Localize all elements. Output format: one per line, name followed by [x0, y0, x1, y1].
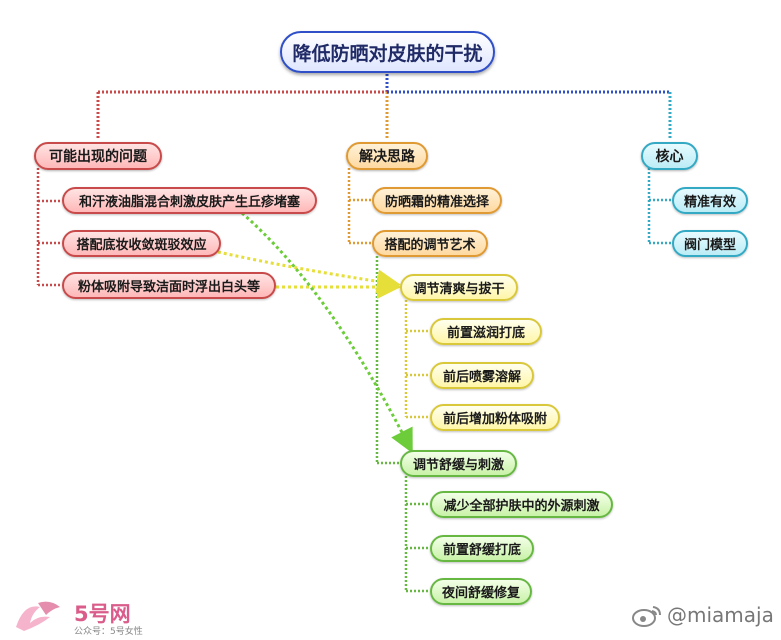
branch-core[interactable]: 核心	[641, 142, 698, 170]
refresh-item-spray[interactable]: 前后喷雾溶解	[430, 362, 534, 389]
soothe-item-base[interactable]: 前置舒缓打底	[430, 535, 534, 562]
root-topic[interactable]: 降低防晒对皮肤的干扰	[280, 31, 495, 73]
weibo-handle: @miamaja	[667, 603, 774, 627]
soothe-node[interactable]: 调节舒缓与刺激	[400, 450, 517, 477]
soothe-item-night[interactable]: 夜间舒缓修复	[430, 578, 532, 605]
core-item-precise[interactable]: 精准有效	[672, 187, 748, 214]
brand-subtitle: 公众号：5号女性	[74, 627, 143, 637]
soothe-item-reduce[interactable]: 减少全部护肤中的外源刺激	[430, 491, 613, 518]
problem-item-powder[interactable]: 粉体吸附导致洁面时浮出白头等	[62, 272, 276, 299]
refresh-item-moisturize[interactable]: 前置滋润打底	[430, 318, 542, 345]
refresh-node[interactable]: 调节清爽与拔干	[400, 274, 518, 301]
core-item-valve[interactable]: 阀门模型	[672, 230, 748, 257]
branch-problems[interactable]: 可能出现的问题	[34, 142, 162, 170]
solution-item-select[interactable]: 防晒霜的精准选择	[372, 187, 502, 214]
site-logo	[16, 601, 60, 631]
brand-name: 5号网	[74, 602, 131, 626]
branch-solutions[interactable]: 解决思路	[346, 142, 428, 170]
problem-item-sweat-oil[interactable]: 和汗液油脂混合刺激皮肤产生丘疹堵塞	[62, 187, 317, 214]
problem-item-makeup[interactable]: 搭配底妆收敛斑驳效应	[62, 230, 221, 257]
refresh-item-powder[interactable]: 前后增加粉体吸附	[430, 404, 560, 431]
weibo-icon	[632, 606, 661, 627]
solution-item-adjust[interactable]: 搭配的调节艺术	[372, 230, 488, 257]
